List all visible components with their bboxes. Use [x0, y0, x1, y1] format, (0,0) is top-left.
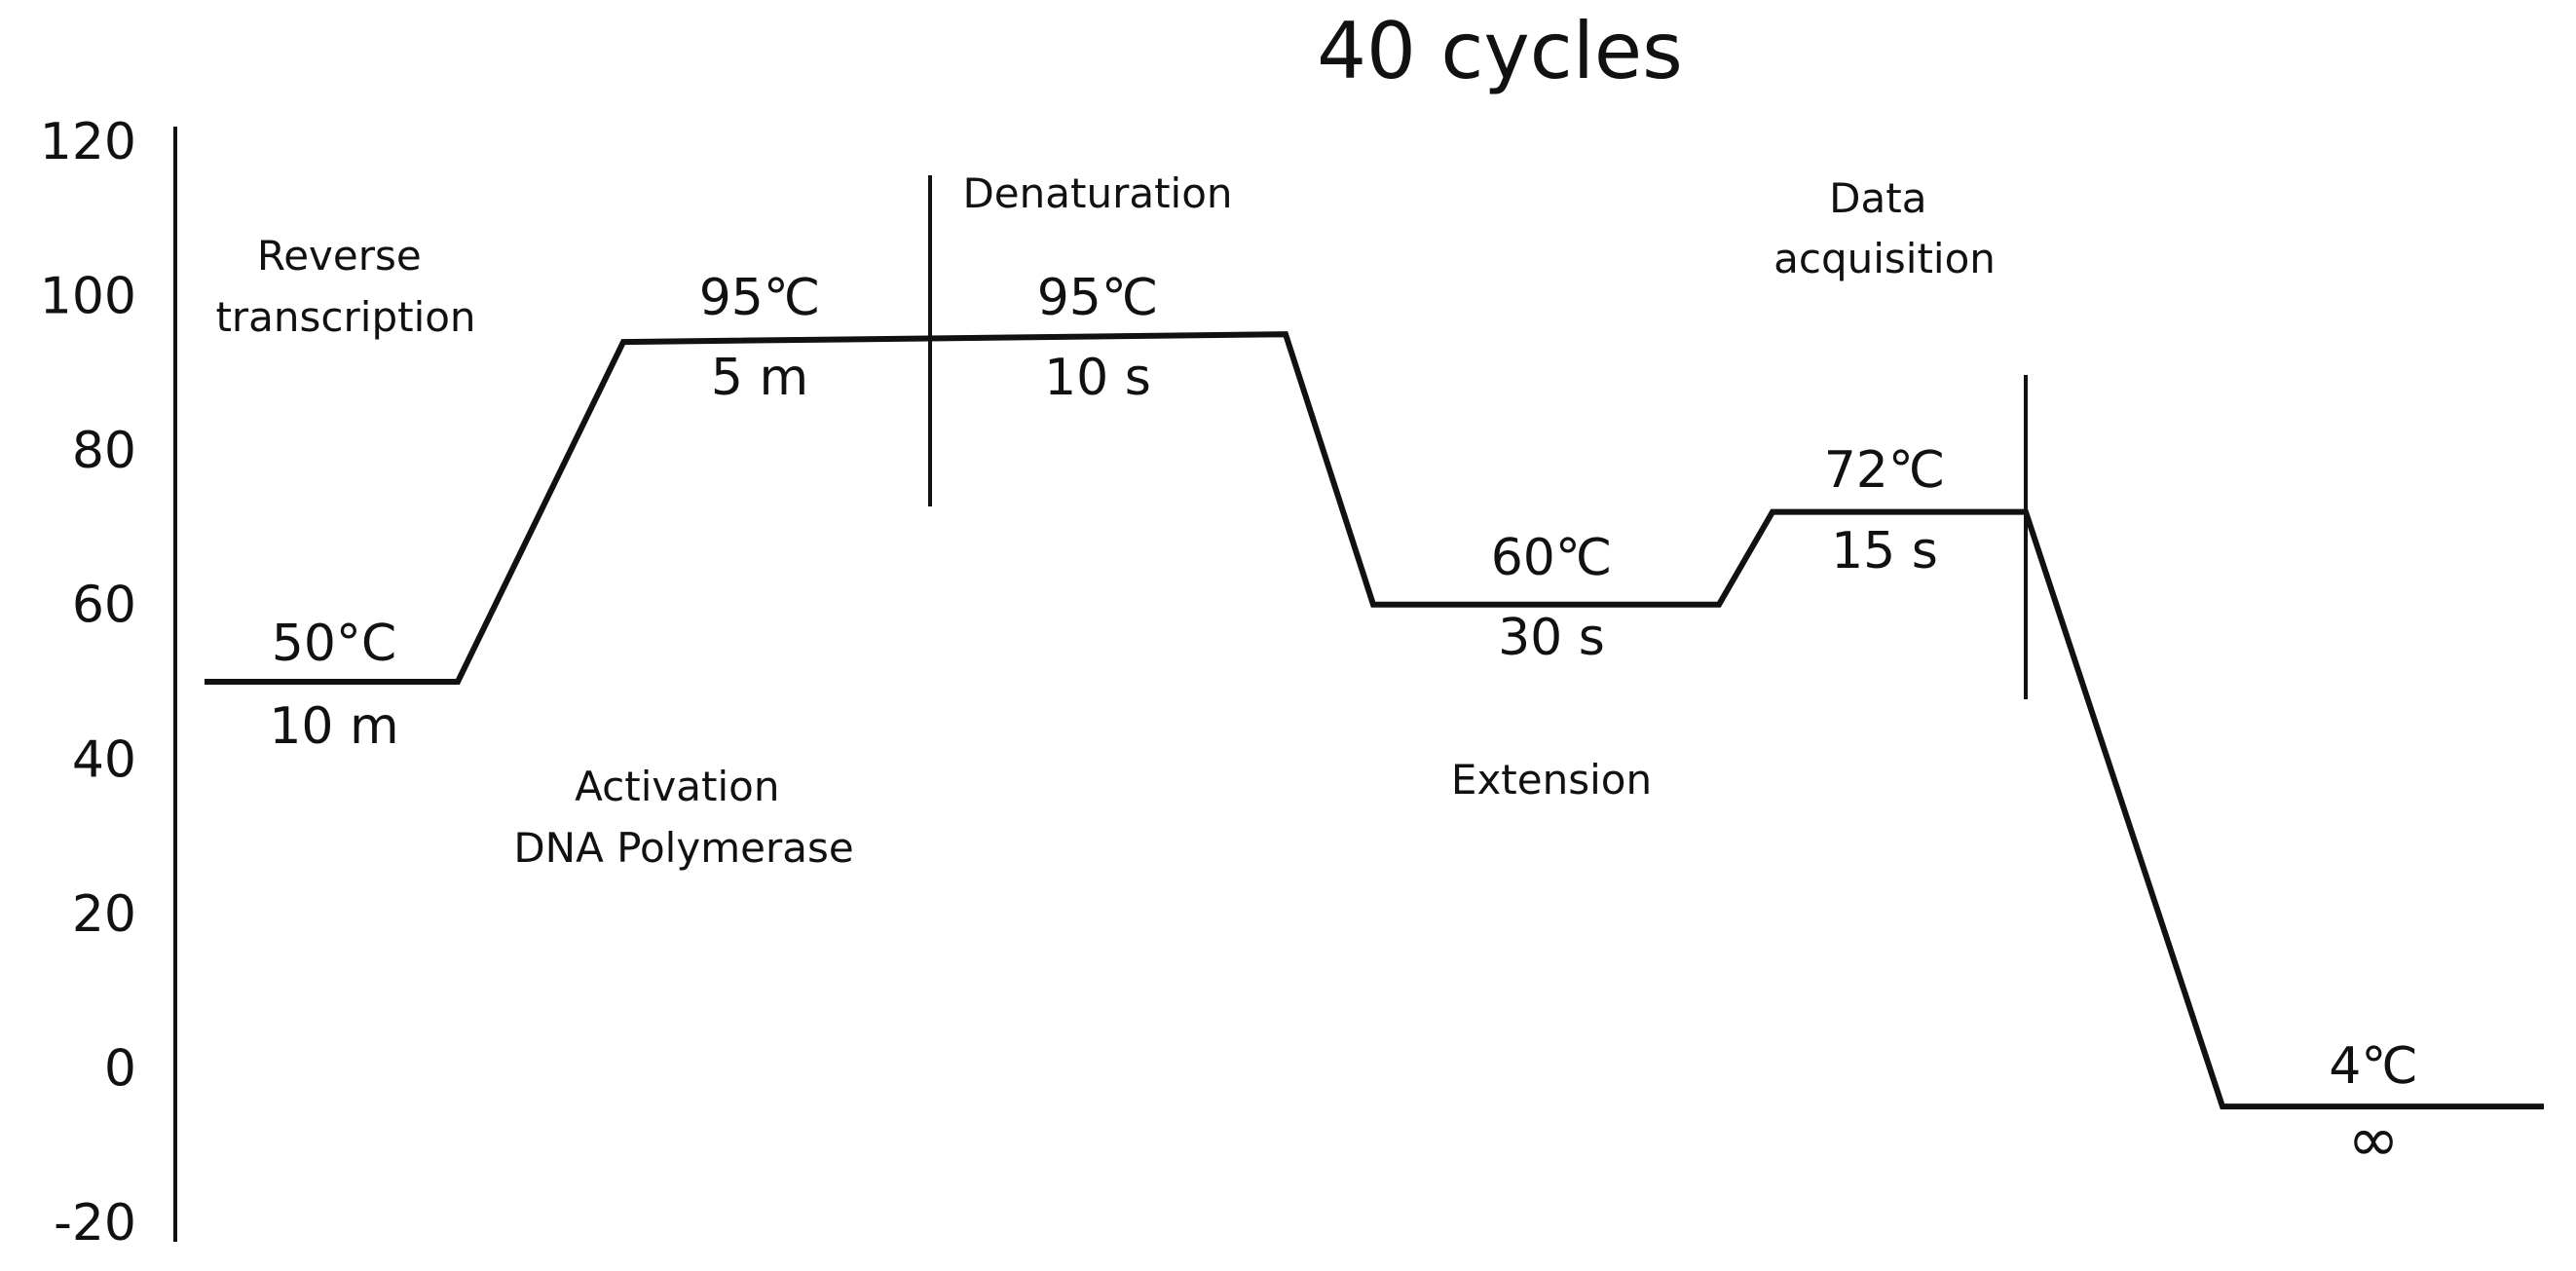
y-tick-label: 60: [72, 577, 136, 635]
annotation-reverse-transcription: Reverse transcription: [215, 232, 475, 341]
step-2-temp-label: 95℃: [699, 269, 821, 327]
step-6-time-label: ∞: [2347, 1104, 2399, 1177]
y-tick-label: 20: [72, 885, 136, 944]
step-6-temp-label: 4℃: [2329, 1037, 2417, 1096]
annotation-extension: Extension: [1451, 756, 1652, 804]
step-3-temp-label: 95℃: [1037, 269, 1159, 327]
annotation-data-line-1: Data: [1829, 174, 1926, 222]
y-tick-label: 120: [40, 113, 136, 171]
annotation-reverse-line-2: transcription: [215, 293, 475, 341]
y-tick-label: 100: [40, 268, 136, 326]
chart-title: 40 cycles: [1317, 6, 1683, 96]
step-4-temp-label: 60℃: [1491, 529, 1613, 587]
step-1-temp-label: 50°C: [272, 615, 396, 673]
annotation-activation: Activation DNA Polymerase: [513, 763, 853, 872]
annotation-data-acquisition: Data acquisition: [1773, 174, 1996, 282]
annotation-denaturation: Denaturation: [962, 169, 1232, 217]
step-4-time-label: 30 s: [1498, 609, 1605, 667]
y-tick-label: 80: [72, 422, 136, 480]
y-tick-label: 40: [72, 730, 136, 789]
temperature-profile-line: [205, 331, 2544, 1110]
step-1-time-label: 10 m: [269, 697, 398, 756]
step-3-time-label: 10 s: [1044, 349, 1151, 407]
annotation-activation-line-1: Activation: [575, 763, 779, 810]
step-2-time-label: 5 m: [711, 349, 808, 407]
annotation-activation-line-2: DNA Polymerase: [513, 824, 853, 872]
y-tick-labels: 120 100 80 60 40 20 0 -20: [40, 113, 136, 1252]
y-tick-label: -20: [54, 1194, 136, 1252]
step-5-temp-label: 72℃: [1824, 441, 1946, 500]
annotation-data-line-2: acquisition: [1773, 235, 1996, 282]
y-tick-label: 0: [104, 1039, 136, 1098]
annotation-reverse-line-1: Reverse: [257, 232, 422, 280]
step-5-time-label: 15 s: [1831, 522, 1938, 580]
